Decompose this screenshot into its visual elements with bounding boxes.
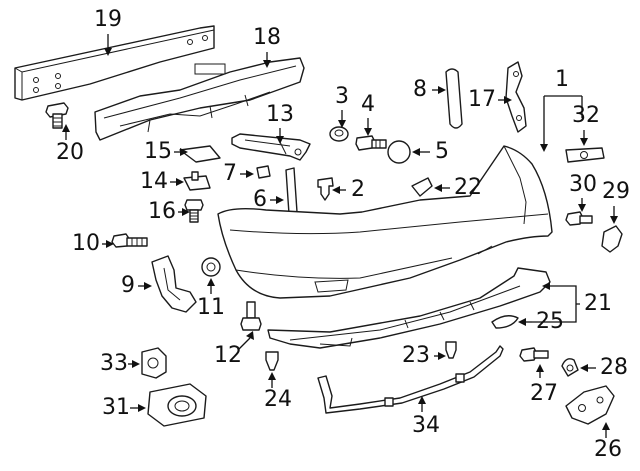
leader-lines [62, 34, 618, 438]
cap-part-5 [387, 140, 411, 164]
bracket-part-32 [565, 147, 605, 163]
callout-8: 8 [413, 77, 427, 102]
callout-25: 25 [536, 309, 564, 334]
callout-31: 31 [102, 395, 130, 420]
nut-part-11 [201, 257, 221, 277]
callout-2: 2 [351, 177, 365, 202]
bolt-part-4 [355, 135, 387, 151]
clip-part-22 [411, 177, 433, 197]
bolt-part-16 [184, 199, 204, 223]
callout-33: 33 [100, 351, 128, 376]
callout-14: 14 [140, 169, 168, 194]
callout-15: 15 [144, 139, 172, 164]
retainer-part-3 [329, 126, 349, 142]
clip-part-24 [265, 351, 279, 371]
seal-strip-part-6 [285, 167, 298, 215]
callout-27: 27 [530, 381, 558, 406]
callout-7: 7 [223, 161, 237, 186]
callout-34: 34 [412, 413, 440, 438]
push-clip-part-2 [317, 177, 334, 201]
callout-20: 20 [56, 140, 84, 165]
callout-1: 1 [555, 67, 569, 92]
wire-harness-part [317, 345, 504, 414]
callout-5: 5 [435, 139, 449, 164]
callout-3: 3 [335, 84, 349, 109]
grommet-part-28 [561, 358, 579, 377]
side-bracket-part-13 [231, 133, 311, 161]
bumper-cover-part [217, 145, 553, 299]
callout-22: 22 [454, 175, 482, 200]
callout-26: 26 [594, 437, 622, 462]
callout-6: 6 [253, 187, 267, 212]
callout-30: 30 [569, 172, 597, 197]
bolt-part-30 [565, 211, 593, 226]
callout-18: 18 [253, 25, 281, 50]
bolt-part-27 [519, 347, 549, 362]
reflector-part-25 [491, 315, 519, 329]
clip-part-23 [445, 341, 457, 359]
callout-9: 9 [121, 273, 135, 298]
callout-13: 13 [266, 102, 294, 127]
side-retainer-part-9 [151, 255, 197, 313]
callout-12: 12 [214, 343, 242, 368]
clip-part-14 [183, 171, 211, 191]
callout-10: 10 [72, 231, 100, 256]
pad-part-7 [256, 165, 271, 179]
callout-19: 19 [94, 7, 122, 32]
bolt-part-10 [111, 233, 148, 248]
bracket-part-26 [565, 385, 615, 425]
reinforcement-bar-part [14, 25, 215, 101]
callout-32: 32 [572, 103, 600, 128]
callout-17: 17 [468, 87, 496, 112]
sensor-cover-part-33 [141, 347, 167, 379]
bolt-part-20 [45, 102, 69, 129]
bolt-part-12 [240, 301, 262, 331]
callout-11: 11 [197, 295, 225, 320]
callout-23: 23 [402, 343, 430, 368]
parking-sensor-part [147, 383, 207, 427]
energy-absorber-part [94, 57, 305, 141]
callout-29: 29 [602, 179, 630, 204]
bracket-part-29 [601, 225, 623, 253]
callout-16: 16 [148, 199, 176, 224]
callout-21: 21 [584, 291, 612, 316]
callout-4: 4 [361, 92, 375, 117]
callout-28: 28 [600, 355, 628, 380]
callout-numbers: 1 2 3 4 5 6 7 8 9 10 11 12 13 14 15 16 1… [56, 7, 630, 462]
callout-24: 24 [264, 387, 292, 412]
retainer-strip-part-8 [445, 68, 463, 129]
side-bracket-part-17 [505, 61, 527, 133]
bracket-plate-part-15 [179, 145, 221, 163]
